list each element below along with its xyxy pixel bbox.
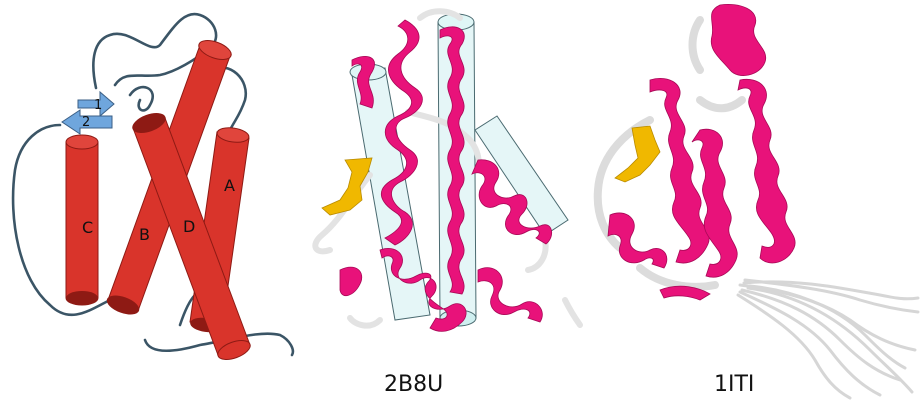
helix-b-label: B — [139, 225, 150, 244]
helix-a-label: A — [224, 176, 235, 195]
strand-2-label: 2 — [82, 115, 90, 130]
structure-2b8u-panel — [315, 11, 580, 331]
caption-2b8u: 2B8U — [384, 372, 443, 397]
helices-1iti — [608, 4, 795, 300]
disordered-tail-1iti — [738, 280, 918, 398]
cartoon-panel: A B C D 1 2 — [13, 14, 293, 363]
structure-1iti-panel — [598, 4, 918, 398]
strand-1-label: 1 — [94, 98, 102, 113]
helix-d-label: D — [183, 217, 195, 236]
helix-c-label: C — [82, 218, 93, 237]
caption-1iti: 1ITI — [714, 372, 754, 397]
